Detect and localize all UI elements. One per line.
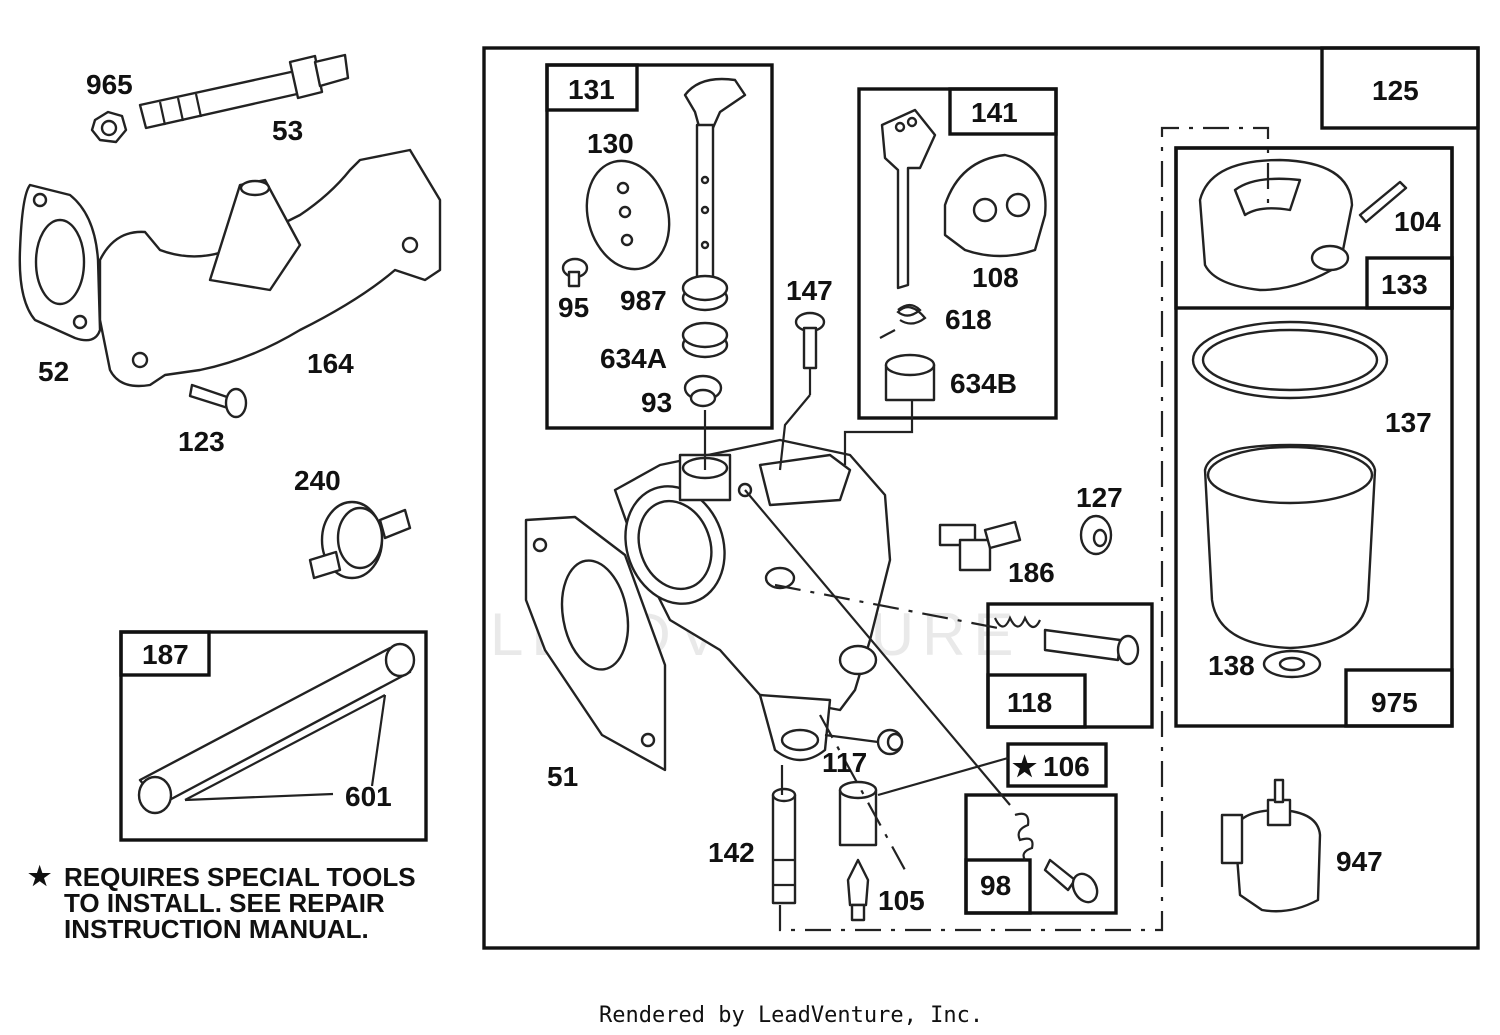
label-118: 118	[1007, 687, 1052, 718]
part-98-main-jet-screw	[1014, 812, 1099, 904]
label-138: 138	[1208, 650, 1255, 681]
part-95-screw	[561, 257, 589, 288]
label-987: 987	[620, 285, 667, 316]
label-104: 104	[1394, 206, 1441, 237]
part-618-spring	[879, 303, 927, 339]
part-53-fitting	[138, 53, 350, 130]
box-118-tag	[986, 673, 1087, 729]
label-98: 98	[980, 870, 1011, 901]
label-93: 93	[641, 387, 672, 418]
label-947: 947	[1336, 846, 1383, 877]
box-131	[545, 63, 774, 430]
part-105-needle	[846, 858, 870, 922]
label-53: 53	[272, 115, 303, 146]
part-137-gasket	[1191, 320, 1389, 400]
label-123: 123	[178, 426, 225, 457]
part-142-emulsion-tube	[771, 787, 797, 905]
box-106-tag	[1006, 742, 1108, 788]
label-240: 240	[294, 465, 341, 496]
box-187-tag	[119, 630, 211, 677]
label-106-star: ★	[1012, 751, 1037, 782]
part-51-gasket	[524, 515, 667, 772]
note-star: ★	[28, 861, 52, 891]
part-108-choke-plate	[943, 153, 1047, 258]
label-52: 52	[38, 356, 69, 387]
part-987-seal	[681, 274, 729, 312]
box-98	[964, 793, 1118, 915]
part-634b-seal	[884, 353, 936, 402]
label-975: 975	[1371, 687, 1418, 718]
part-133-bowl-retainer	[1198, 158, 1354, 292]
note-line-1: REQUIRES SPECIAL TOOLS	[64, 862, 416, 892]
box-125-tag	[1320, 46, 1480, 130]
part-975-fuel-bowl	[1203, 443, 1377, 650]
label-127: 127	[1076, 482, 1123, 513]
label-601: 601	[345, 781, 392, 812]
part-187-fuel-line	[137, 642, 416, 815]
label-187: 187	[142, 639, 189, 670]
box-133-tag	[1365, 256, 1454, 310]
part-104-pin	[1358, 180, 1408, 224]
box-141-tag	[948, 87, 1058, 136]
part-138-washer	[1262, 649, 1322, 679]
label-147: 147	[786, 275, 833, 306]
label-186: 186	[1008, 557, 1055, 588]
credit-text: Rendered by LeadVenture, Inc.	[599, 1003, 983, 1028]
label-117: 117	[822, 747, 867, 778]
box-98-tag	[964, 858, 1032, 915]
part-141-choke-shaft	[880, 108, 937, 290]
note-line-3: INSTRUCTION MANUAL.	[64, 914, 369, 944]
part-106-bushing	[838, 780, 878, 847]
part-131-throttle-shaft	[683, 77, 747, 282]
part-947-fuel-solenoid	[1220, 778, 1322, 913]
box-975-tag	[1344, 668, 1454, 728]
special-tools-note: ★ REQUIRES SPECIAL TOOLS TO INSTALL. SEE…	[28, 861, 416, 944]
label-106: 106	[1043, 751, 1090, 782]
part-965-nut	[90, 110, 128, 144]
box-187	[119, 630, 428, 842]
label-95: 95	[558, 292, 589, 323]
part-117-seat	[876, 728, 904, 756]
label-618: 618	[945, 304, 992, 335]
part-127-washer	[1079, 514, 1113, 556]
part-93-bushing	[683, 374, 723, 408]
label-164: 164	[307, 348, 354, 379]
label-108: 108	[972, 262, 1019, 293]
part-186-elbow-fitting	[938, 520, 1022, 572]
label-634a: 634A	[600, 343, 667, 374]
part-118-mixture-screw	[994, 615, 1140, 666]
part-164-intake-manifold	[98, 148, 442, 388]
label-141: 141	[971, 97, 1018, 128]
label-130: 130	[587, 128, 634, 159]
label-51: 51	[547, 761, 578, 792]
label-105: 105	[878, 885, 925, 916]
label-142: 142	[708, 837, 755, 868]
box-131-tag	[545, 63, 639, 112]
note-line-2: TO INSTALL. SEE REPAIR	[64, 888, 385, 918]
part-52-gasket	[18, 183, 102, 342]
main-frame	[482, 46, 1480, 950]
label-133: 133	[1381, 269, 1428, 300]
leader-lines	[703, 126, 1270, 932]
part-labels: 965 53 52 164 123 240 187 601 131 130 95…	[38, 69, 1441, 916]
label-125: 125	[1372, 75, 1419, 106]
label-131: 131	[568, 74, 615, 105]
box-133	[1174, 146, 1454, 310]
label-634b: 634B	[950, 368, 1017, 399]
part-634a-seal	[681, 321, 729, 359]
part-123-screw	[188, 383, 248, 419]
part-240-fuel-filter	[308, 500, 412, 580]
part-147-screw	[794, 311, 826, 370]
part-130-throttle-valve	[585, 159, 671, 271]
label-137: 137	[1385, 407, 1432, 438]
label-965: 965	[86, 69, 133, 100]
